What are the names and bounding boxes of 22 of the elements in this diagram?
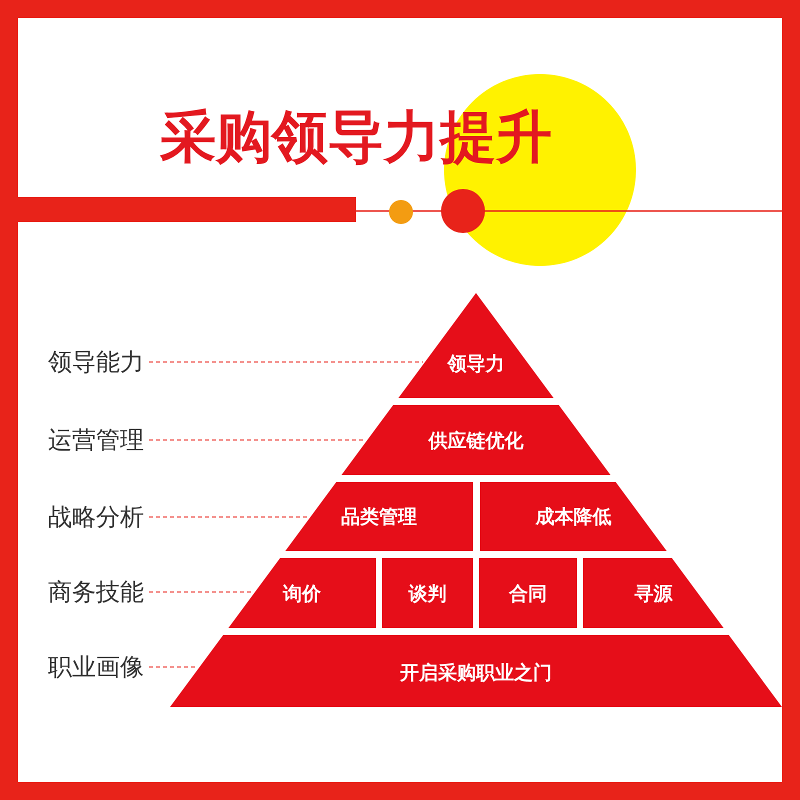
segment-label: 开启采购职业之门 xyxy=(400,661,552,685)
level-label: 战略分析 xyxy=(48,503,144,531)
pyramid-segment xyxy=(479,558,577,628)
pyramid-segment xyxy=(583,558,724,628)
segment-label: 寻源 xyxy=(634,582,672,606)
level-label: 商务技能 xyxy=(48,578,144,606)
pyramid-segment xyxy=(382,558,473,628)
level-label: 领导能力 xyxy=(48,348,144,376)
pyramid-segment xyxy=(228,558,376,628)
segment-label: 供应链优化 xyxy=(428,429,524,453)
pyramid-segment xyxy=(170,635,782,707)
level-label: 运营管理 xyxy=(48,426,144,454)
pyramid-segment xyxy=(285,482,473,551)
segment-label: 谈判 xyxy=(408,582,446,606)
level-label: 职业画像 xyxy=(48,653,144,681)
segment-label: 合同 xyxy=(509,582,547,606)
segment-label: 询价 xyxy=(283,582,322,606)
leader-line xyxy=(148,516,309,518)
segment-label: 品类管理 xyxy=(341,505,418,529)
segment-label: 成本降低 xyxy=(535,505,612,529)
segment-label: 领导力 xyxy=(447,352,504,376)
pyramid-segment xyxy=(480,482,667,551)
